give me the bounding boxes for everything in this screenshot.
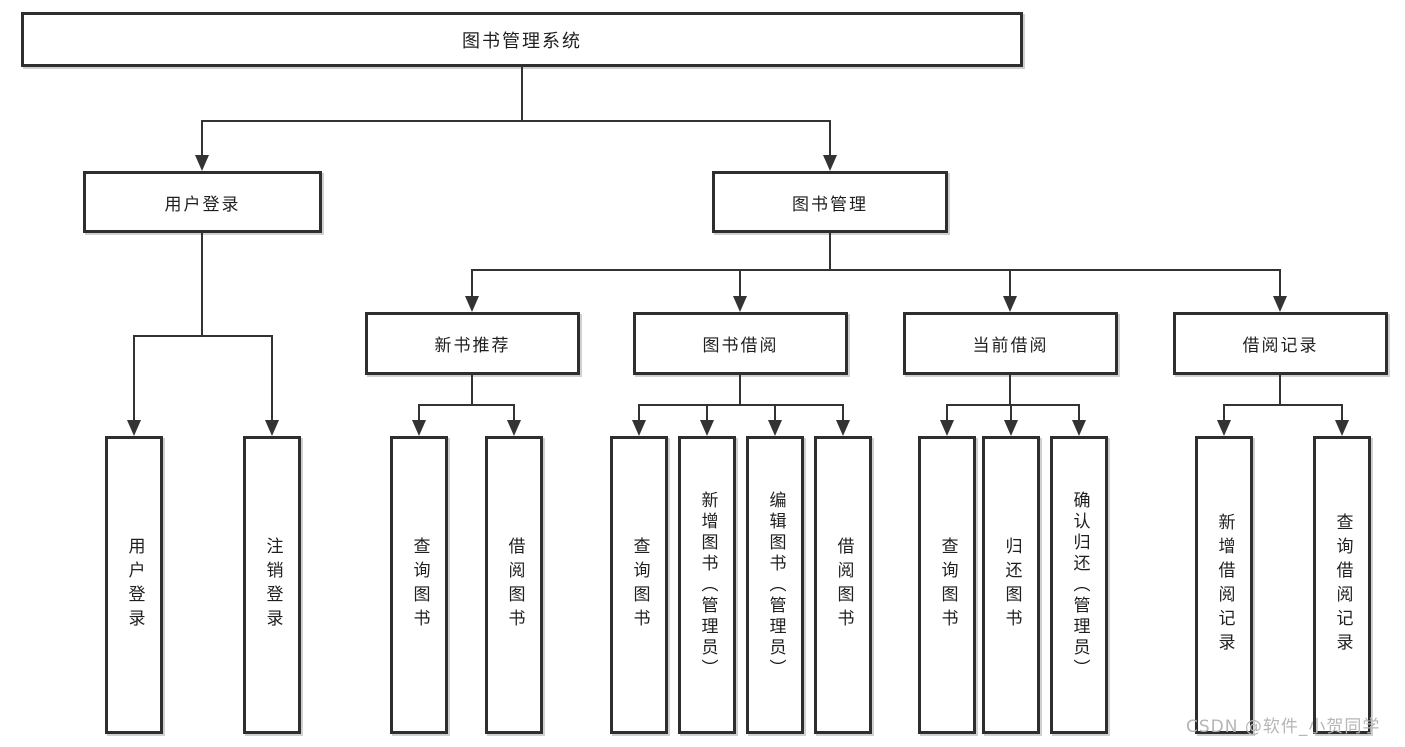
connector-line xyxy=(133,335,273,337)
node-book-borrowing: 图书借阅 xyxy=(633,312,848,375)
node-current-borrowing: 当前借阅 xyxy=(903,312,1118,375)
leaf-confirm-return-admin: 确认归还（管理员） xyxy=(1050,436,1108,734)
connector-line xyxy=(1341,404,1343,421)
connector-line xyxy=(1279,375,1281,406)
connector-line xyxy=(201,233,203,337)
connector-line xyxy=(638,404,844,406)
node-label: 查询借阅记录 xyxy=(1332,513,1353,657)
connector-line xyxy=(471,375,473,406)
connector-line xyxy=(513,404,515,421)
arrow-down-icon xyxy=(465,296,479,312)
connector-line xyxy=(471,269,1281,271)
leaf-add-book-admin: 新增图书（管理员） xyxy=(678,436,736,734)
leaf-borrow-books: 借阅图书 xyxy=(485,436,543,734)
connector-line xyxy=(201,120,831,122)
connector-line xyxy=(418,404,420,421)
node-label: 编辑图书（管理员） xyxy=(765,490,786,680)
arrow-down-icon xyxy=(265,420,279,436)
node-book-management: 图书管理 xyxy=(712,171,948,233)
arrow-down-icon xyxy=(733,296,747,312)
arrow-down-icon xyxy=(940,420,954,436)
leaf-edit-book-admin: 编辑图书（管理员） xyxy=(746,436,804,734)
arrow-down-icon xyxy=(507,420,521,436)
node-label: 借阅图书 xyxy=(833,537,854,633)
arrow-down-icon xyxy=(1003,296,1017,312)
connector-line xyxy=(271,335,273,421)
node-label: 借阅图书 xyxy=(504,537,525,633)
connector-line xyxy=(1078,404,1080,421)
node-label: 查询图书 xyxy=(937,537,958,633)
node-label: 新增借阅记录 xyxy=(1214,513,1235,657)
connector-line xyxy=(638,404,640,421)
leaf-query-borrow-record: 查询借阅记录 xyxy=(1313,436,1371,734)
node-label: 图书管理系统 xyxy=(462,30,582,52)
leaf-query-books: 查询图书 xyxy=(390,436,448,734)
connector-line xyxy=(471,269,473,298)
connector-line xyxy=(842,404,844,421)
arrow-down-icon xyxy=(768,420,782,436)
connector-line xyxy=(1009,375,1011,406)
arrow-down-icon xyxy=(1072,420,1086,436)
connector-line xyxy=(1223,404,1225,421)
connector-line xyxy=(133,335,135,421)
leaf-query-books: 查询图书 xyxy=(918,436,976,734)
arrow-down-icon xyxy=(127,420,141,436)
connector-line xyxy=(1009,269,1011,298)
arrow-down-icon xyxy=(1004,420,1018,436)
node-label: 新增图书（管理员） xyxy=(697,490,718,680)
leaf-query-books: 查询图书 xyxy=(610,436,668,734)
node-label: 当前借阅 xyxy=(972,336,1049,356)
node-label: 确认归还（管理员） xyxy=(1069,490,1090,680)
connector-line xyxy=(1279,269,1281,298)
node-label: 借阅记录 xyxy=(1242,336,1319,356)
leaf-borrow-books: 借阅图书 xyxy=(814,436,872,734)
arrow-down-icon xyxy=(1217,420,1231,436)
node-label: 查询图书 xyxy=(629,537,650,633)
node-user-login: 用户登录 xyxy=(83,171,322,233)
node-borrow-records: 借阅记录 xyxy=(1173,312,1388,375)
node-label: 查询图书 xyxy=(409,537,430,633)
connector-line xyxy=(739,375,741,406)
connector-line xyxy=(946,404,948,421)
connector-line xyxy=(521,67,523,122)
node-label: 图书借阅 xyxy=(702,336,779,356)
arrow-down-icon xyxy=(412,420,426,436)
arrow-down-icon xyxy=(823,155,837,171)
connector-line xyxy=(774,404,776,421)
leaf-add-borrow-record: 新增借阅记录 xyxy=(1195,436,1253,734)
node-library-management-system: 图书管理系统 xyxy=(21,12,1023,67)
arrow-down-icon xyxy=(632,420,646,436)
connector-line xyxy=(418,404,515,406)
connector-line xyxy=(739,269,741,298)
arrow-down-icon xyxy=(1273,296,1287,312)
arrow-down-icon xyxy=(195,155,209,171)
node-label: 图书管理 xyxy=(792,194,868,215)
node-label: 归还图书 xyxy=(1001,537,1022,633)
leaf-return-book: 归还图书 xyxy=(982,436,1040,734)
arrow-down-icon xyxy=(836,420,850,436)
connector-line xyxy=(946,404,1080,406)
node-label: 新书推荐 xyxy=(434,336,511,356)
leaf-logout: 注销登录 xyxy=(243,436,301,734)
arrow-down-icon xyxy=(1335,420,1349,436)
node-new-book-recommend: 新书推荐 xyxy=(365,312,580,375)
connector-line xyxy=(706,404,708,421)
connector-line xyxy=(201,120,203,156)
node-label: 用户登录 xyxy=(164,194,241,215)
connector-line xyxy=(1223,404,1343,406)
connector-line xyxy=(829,120,831,156)
node-label: 用户登录 xyxy=(124,537,145,633)
connector-line xyxy=(1010,404,1012,421)
csdn-watermark: CSDN @软件_小贺同学 xyxy=(1186,717,1381,737)
leaf-user-login: 用户登录 xyxy=(105,436,163,734)
connector-line xyxy=(829,233,831,270)
arrow-down-icon xyxy=(700,420,714,436)
node-label: 注销登录 xyxy=(262,537,283,633)
